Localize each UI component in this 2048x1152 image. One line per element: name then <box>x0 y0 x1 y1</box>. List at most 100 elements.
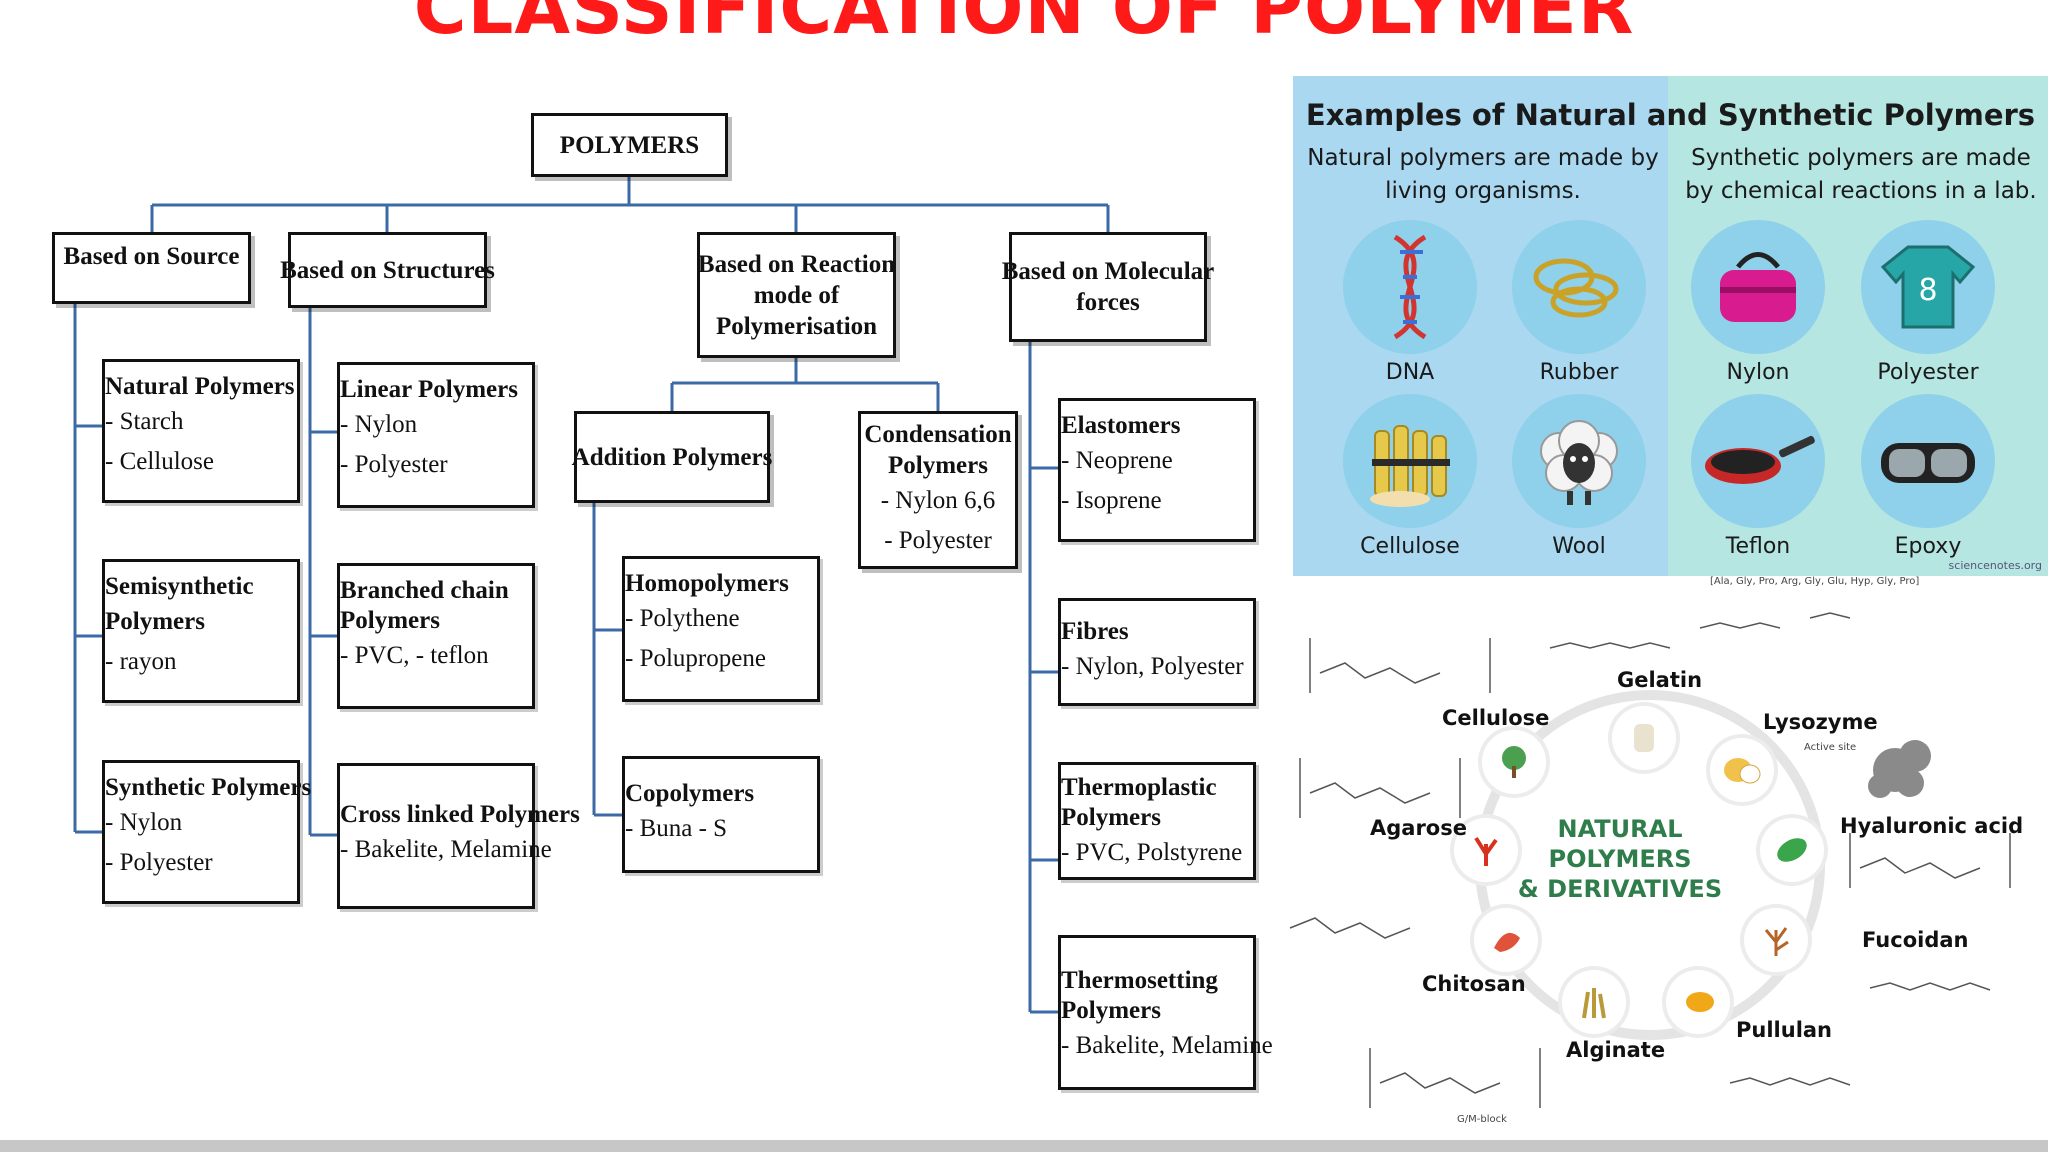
example-label: Wool <box>1552 534 1606 559</box>
example-label: DNA <box>1385 360 1435 385</box>
linear-polymers-node: Linear Polymers - Nylon - Polyester <box>337 362 535 508</box>
natural-subtitle-line: living organisms. <box>1385 178 1581 204</box>
seaweed-icon <box>1744 908 1808 972</box>
example-wool: Wool <box>1504 394 1654 559</box>
thermoplastic-head: Thermoplastic <box>1061 774 1217 801</box>
example-label: Nylon <box>1726 360 1790 385</box>
center-line: POLYMERS <box>1548 845 1692 873</box>
gelatin-icon <box>1612 706 1676 770</box>
label-lysozyme: Lysozyme <box>1763 710 1878 734</box>
fibres-item: - Nylon, Polyester <box>1061 653 1244 680</box>
elastomers-item: - Neoprene <box>1061 447 1173 474</box>
example-label: Rubber <box>1539 360 1619 385</box>
elastomers-head: Elastomers <box>1061 412 1181 439</box>
copolymers-item: - Buna - S <box>625 815 728 842</box>
synthetic-subtitle-line: by chemical reactions in a lab. <box>1685 178 2037 204</box>
reaction-label-2: mode of <box>753 281 840 309</box>
jersey-icon: 8 <box>1861 220 1995 354</box>
label-hyaluronic-acid: Hyaluronic acid <box>1840 814 2024 838</box>
structures-node: Based on Structures <box>280 232 495 308</box>
condensation-item: - Polyester <box>884 527 992 554</box>
natural-item: - Cellulose <box>105 448 215 475</box>
forces-label-1: Based on Molecular <box>1001 258 1215 285</box>
synthetic-item: - Polyester <box>105 849 213 876</box>
example-label: Epoxy <box>1894 534 1962 559</box>
fungus-icon <box>1666 970 1730 1034</box>
label-alginate: Alginate <box>1566 1038 1666 1062</box>
center-line: NATURAL <box>1557 815 1683 843</box>
dna-icon <box>1343 220 1477 354</box>
egg-icon <box>1710 738 1774 802</box>
semisynthetic-item: - rayon <box>105 648 177 675</box>
example-label: Polyester <box>1877 360 1979 385</box>
fibres-node: Fibres - Nylon, Polyester <box>1058 598 1256 706</box>
thermoplastic-node: Thermoplastic Polymers - PVC, Polstyrene <box>1058 762 1256 880</box>
example-polyester: 8 Polyester <box>1853 220 2003 385</box>
thermosetting-node: Thermosetting Polymers - Bakelite, Melam… <box>1058 935 1273 1090</box>
homopolymers-node: Homopolymers - Polythene - Polupropene <box>622 556 820 702</box>
synthetic-head: Synthetic Polymers <box>105 774 312 801</box>
copolymers-head: Copolymers <box>625 780 755 807</box>
label-chitosan: Chitosan <box>1422 972 1526 996</box>
addition-polymers-node: Addition Polymers <box>572 411 772 503</box>
shrimp-icon <box>1474 908 1538 972</box>
linear-item: - Nylon <box>340 411 418 438</box>
algae-icon <box>1760 818 1824 882</box>
label-gelatin: Gelatin <box>1617 668 1703 692</box>
center-line: & DERIVATIVES <box>1517 875 1723 903</box>
gelatin-sequence: [Ala, Gly, Pro, Arg, Gly, Glu, Hyp, Gly,… <box>1710 576 1920 587</box>
thermoplastic-item: - PVC, Polstyrene <box>1061 839 1243 866</box>
classification-tree: POLYMERS Based on Source Based on Struct… <box>52 113 1273 1090</box>
bottom-bar <box>0 1140 2048 1152</box>
cross-linked-head: Cross linked Polymers <box>340 801 580 828</box>
synthetic-subtitle: Synthetic polymers are made by chemical … <box>1681 142 2041 208</box>
natural-subtitle: Natural polymers are made by living orga… <box>1303 142 1663 208</box>
cross-linked-node: Cross linked Polymers - Bakelite, Melami… <box>337 763 580 909</box>
root-node: POLYMERS <box>531 113 728 177</box>
examples-title: Examples of Natural and Synthetic Polyme… <box>1305 98 2036 132</box>
source-node: Based on Source <box>52 232 251 304</box>
fibres-head: Fibres <box>1061 618 1129 645</box>
condensation-item: - Nylon 6,6 <box>880 487 996 514</box>
example-teflon: Teflon <box>1683 394 1833 559</box>
forces-label-2: forces <box>1076 289 1140 316</box>
credit-text: sciencenotes.org <box>1948 559 2042 572</box>
label-pullulan: Pullulan <box>1736 1018 1833 1042</box>
svg-text:8: 8 <box>1918 273 1937 308</box>
reaction-label-1: Based on Reaction <box>697 250 896 278</box>
example-nylon: Nylon <box>1683 220 1833 385</box>
example-epoxy: Epoxy <box>1853 394 2003 559</box>
elastomers-node: Elastomers - Neoprene - Isoprene <box>1058 398 1256 542</box>
synthetic-polymers-node: Synthetic Polymers - Nylon - Polyester <box>102 760 312 904</box>
branched-head-2: Polymers <box>340 607 440 634</box>
kelp-icon <box>1562 970 1626 1034</box>
condensation-polymers-node: Condensation Polymers - Nylon 6,6 - Poly… <box>858 411 1018 569</box>
thermosetting-head: Thermosetting <box>1061 967 1218 994</box>
active-site-label: Active site <box>1804 742 1857 753</box>
label-agarose: Agarose <box>1370 816 1467 840</box>
natural-derivatives-panel: NATURAL POLYMERS & DERIVATIVES Gelatin L… <box>1270 576 2048 1138</box>
tree-icon <box>1482 730 1546 794</box>
homopolymers-item: - Polupropene <box>625 645 766 672</box>
label-fucoidan: Fucoidan <box>1862 928 1969 952</box>
source-label: Based on Source <box>63 243 240 270</box>
goggles-icon <box>1861 394 1995 528</box>
condensation-head: Condensation <box>864 421 1012 448</box>
thermosetting-head-2: Polymers <box>1061 997 1161 1024</box>
thermoplastic-head-2: Polymers <box>1061 804 1161 831</box>
homopolymers-head: Homopolymers <box>625 570 789 597</box>
forces-node: Based on Molecular forces <box>1002 232 1214 342</box>
condensation-head-2: Polymers <box>888 452 988 479</box>
sheep-icon <box>1512 394 1646 528</box>
frying-pan-icon <box>1691 394 1825 528</box>
rubber-bands-icon <box>1512 220 1646 354</box>
sugarcane-icon <box>1343 394 1477 528</box>
root-label: POLYMERS <box>559 131 700 159</box>
bag-icon <box>1691 220 1825 354</box>
gm-block-label: G/M-block <box>1457 1114 1507 1125</box>
derivatives-center-label: NATURAL POLYMERS & DERIVATIVES <box>1495 814 1745 904</box>
semisynthetic-head: Semisynthetic <box>105 573 254 600</box>
examples-panel: Examples of Natural and Synthetic Polyme… <box>1293 76 2048 576</box>
natural-polymers-head: Natural Polymers <box>105 373 295 400</box>
example-cellulose: Cellulose <box>1335 394 1485 559</box>
